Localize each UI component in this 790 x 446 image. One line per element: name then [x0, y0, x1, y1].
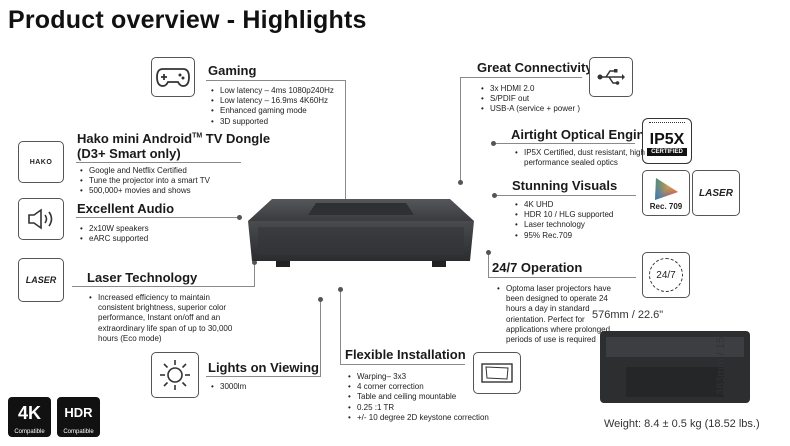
operation-title-rule — [488, 277, 636, 278]
audio-icon-box — [18, 198, 64, 240]
rec709-label: Rec. 709 — [649, 201, 683, 211]
gaming-title-rule — [206, 80, 346, 81]
list-item: IP5X Certified, dust resistant, high per… — [515, 148, 652, 168]
list-item: 4K UHD — [515, 200, 652, 210]
gamepad-icon — [156, 68, 190, 87]
depth-dimension: 383mm / 15" — [715, 333, 727, 395]
connectivity-connector — [460, 77, 461, 182]
operation-bullets: Optoma laser projectors have been design… — [496, 284, 626, 345]
list-item: 3000lm — [211, 382, 320, 392]
audio-bullets: 2x10W speakers eARC supported — [79, 224, 239, 245]
visuals-title: Stunning Visuals — [512, 178, 618, 193]
list-item: Laser technology — [515, 220, 652, 230]
installation-bullets: Warping– 3x3 4 corner correction Table a… — [347, 372, 537, 423]
width-dimension: 576mm / 22.6" — [592, 309, 664, 321]
installation-title: Flexible Installation — [345, 347, 466, 362]
audio-connector-dot — [237, 215, 242, 220]
laser-badge-box: LASER — [692, 170, 740, 216]
sun-icon — [160, 360, 190, 390]
list-item: Google and Netflix Certified — [80, 166, 259, 176]
hako-bullets: Google and Netflix Certified Tune the pr… — [79, 166, 259, 197]
list-item: Table and ceiling mountable — [348, 392, 537, 402]
speaker-icon — [28, 208, 53, 230]
list-item: Tune the projector into a smart TV — [80, 176, 259, 186]
list-item: 2x10W speakers — [80, 224, 239, 234]
ip5x-label: IP5X — [649, 131, 685, 148]
visuals-bullets: 4K UHD HDR 10 / HLG supported Laser tech… — [514, 200, 652, 241]
visuals-connector-dot — [492, 193, 497, 198]
list-item: Enhanced gaming mode — [211, 106, 370, 116]
projector-top-view — [600, 331, 750, 403]
operation-icon-box: 24/7 — [642, 252, 690, 298]
hako-title: Hako mini AndroidTM TV Dongle — [77, 131, 271, 146]
laser-badge-label: LASER — [699, 187, 733, 199]
installation-connector-dot — [338, 287, 343, 292]
laser-tech-title: Laser Technology — [87, 270, 198, 285]
hako-icon-box: HAKO — [18, 141, 64, 183]
lights-title: Lights on Viewing — [208, 360, 319, 375]
list-item: S/PDIF out — [481, 94, 640, 104]
lights-icon-box — [151, 352, 199, 398]
color-gamut-icon — [655, 177, 678, 200]
hako-logo: HAKO — [29, 158, 53, 166]
list-item: Low latency – 16.9ms 4K60Hz — [211, 96, 370, 106]
audio-title-rule — [76, 217, 239, 218]
laser-tech-connector-dot — [252, 260, 257, 265]
visuals-title-rule — [494, 195, 636, 196]
gaming-bullets: Low latency – 4ms 1080p240Hz Low latency… — [210, 86, 370, 127]
list-item: Warping– 3x3 — [348, 372, 537, 382]
list-item: Low latency – 4ms 1080p240Hz — [211, 86, 370, 96]
laser-tech-icon-box: LASER — [18, 258, 64, 302]
connectivity-connector-dot — [458, 180, 463, 185]
list-item: 3x HDMI 2.0 — [481, 84, 640, 94]
usb-icon — [597, 69, 625, 85]
list-item: 0.25 :1 TR — [348, 403, 537, 413]
list-item: USB-A (service + power ) — [481, 104, 640, 114]
gaming-title: Gaming — [208, 63, 257, 78]
optical-connector-dot — [491, 141, 496, 146]
list-item: +/- 10 degree 2D keystone correction — [348, 413, 537, 423]
gaming-connector — [345, 80, 346, 208]
laser-tech-title-rule — [72, 286, 255, 287]
list-item: Increased efficiency to maintain consist… — [89, 293, 248, 344]
installation-connector — [340, 290, 341, 364]
connectivity-title-rule — [460, 77, 582, 78]
hdr-compatible-badge: HDR Compatible — [57, 397, 100, 437]
ip5x-badge: IP5X CERTIFIED — [642, 118, 692, 164]
laser-logo: LASER — [25, 275, 57, 285]
list-item: 95% Rec.709 — [515, 231, 652, 241]
optical-title-rule — [493, 143, 635, 144]
lights-connector-dot — [318, 297, 323, 302]
gaming-icon-box — [151, 57, 195, 97]
lights-connector — [320, 300, 321, 376]
hako-subtitle: (D3+ Smart only) — [77, 146, 181, 161]
installation-title-rule — [340, 364, 465, 365]
ip5x-certified-label: CERTIFIED — [647, 148, 687, 156]
weight-label: Weight: 8.4 ± 0.5 kg (18.52 lbs.) — [604, 418, 760, 430]
list-item: HDR 10 / HLG supported — [515, 210, 652, 220]
list-item: 3D supported — [211, 117, 370, 127]
hako-title-rule — [76, 162, 241, 163]
projector-image — [248, 199, 474, 267]
operation-connector — [488, 252, 489, 277]
operation-connector-dot — [486, 250, 491, 255]
connectivity-bullets: 3x HDMI 2.0 S/PDIF out USB-A (service + … — [480, 84, 640, 115]
optical-bullets: IP5X Certified, dust resistant, high per… — [514, 148, 652, 168]
optical-title: Airtight Optical Engine — [511, 127, 652, 142]
list-item: Optoma laser projectors have been design… — [497, 284, 626, 345]
audio-title: Excellent Audio — [77, 201, 175, 216]
4k-compatible-badge: 4K Compatible — [8, 397, 51, 437]
laser-tech-connector — [254, 262, 255, 286]
list-item: 4 corner correction — [348, 382, 537, 392]
ip5x-dust-mark — [649, 122, 685, 131]
lights-title-rule — [206, 376, 321, 377]
operation-title: 24/7 Operation — [492, 260, 583, 275]
list-item: 500,000+ movies and shows — [80, 186, 259, 196]
laser-tech-bullets: Increased efficiency to maintain consist… — [88, 293, 248, 344]
page-title: Product overview - Highlights — [8, 6, 367, 34]
list-item: eARC supported — [80, 234, 239, 244]
lights-bullets: 3000lm — [210, 382, 320, 392]
connectivity-title: Great Connectivity — [477, 60, 593, 75]
clock-247-icon: 24/7 — [649, 258, 683, 292]
